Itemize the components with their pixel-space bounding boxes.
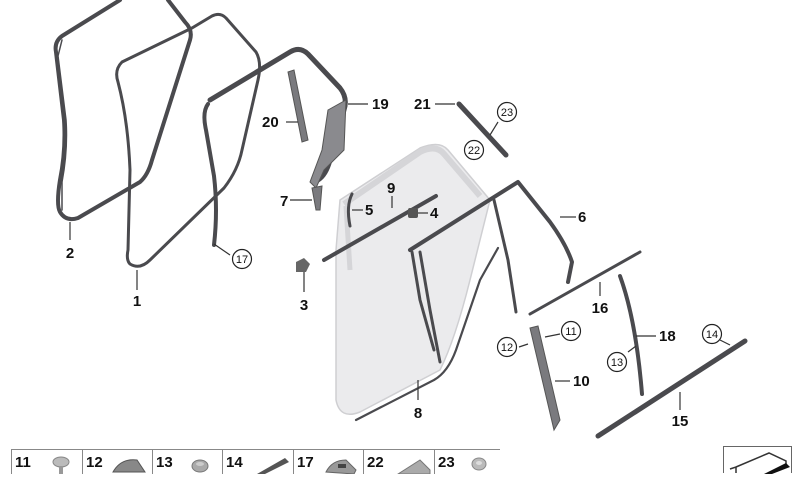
corner-badge bbox=[723, 446, 792, 474]
callout-13[interactable]: 13 bbox=[606, 351, 628, 373]
fastener-legend: 11 12 13 14 17 22 23 bbox=[11, 449, 500, 474]
callout-23[interactable]: 23 bbox=[496, 101, 518, 123]
legend-item-14[interactable]: 14 bbox=[222, 450, 293, 474]
callout-19[interactable]: 19 bbox=[372, 96, 389, 113]
svg-text:14: 14 bbox=[706, 329, 718, 341]
callout-4[interactable]: 4 bbox=[430, 205, 439, 222]
callout-8[interactable]: 8 bbox=[414, 405, 422, 422]
callout-3[interactable]: 3 bbox=[300, 297, 308, 314]
callout-21[interactable]: 21 bbox=[414, 96, 431, 113]
callout-14[interactable]: 14 bbox=[701, 323, 723, 345]
part-21-strip[interactable] bbox=[456, 101, 509, 158]
callout-7[interactable]: 7 bbox=[280, 193, 288, 210]
part-8-strip[interactable] bbox=[354, 246, 500, 422]
legend-item-13[interactable]: 13 bbox=[152, 450, 222, 474]
svg-text:17: 17 bbox=[236, 254, 248, 266]
legend-item-11[interactable]: 11 bbox=[11, 450, 82, 474]
callout-11[interactable]: 11 bbox=[560, 320, 582, 342]
grommet-icon bbox=[191, 459, 209, 473]
part-9-strip[interactable] bbox=[322, 194, 438, 262]
callout-6[interactable]: 6 bbox=[578, 209, 586, 226]
callout-18[interactable]: 18 bbox=[659, 328, 676, 345]
svg-text:23: 23 bbox=[501, 107, 513, 119]
legend-item-23[interactable]: 23 bbox=[434, 450, 500, 474]
end-cap-icon bbox=[257, 458, 289, 474]
svg-text:22: 22 bbox=[468, 145, 480, 157]
callout-17[interactable]: 17 bbox=[231, 248, 253, 270]
clip-icon bbox=[112, 459, 146, 473]
callout-22[interactable]: 22 bbox=[463, 139, 485, 161]
callout-15[interactable]: 15 bbox=[672, 413, 689, 430]
part-10-trim[interactable] bbox=[529, 325, 561, 432]
bracket-clip-icon bbox=[397, 459, 431, 474]
callout-20[interactable]: 20 bbox=[262, 114, 279, 131]
callout-10[interactable]: 10 bbox=[573, 373, 590, 390]
callout-labels: 2 1 17 19 20 7 5 9 4 3 6 21 23 22 16 12 … bbox=[66, 96, 723, 430]
isometric-part-icon bbox=[729, 452, 790, 474]
grommet-icon bbox=[471, 457, 487, 471]
legend-item-17[interactable]: 17 bbox=[293, 450, 363, 474]
clip-icon bbox=[325, 459, 357, 474]
screw-clip-icon bbox=[52, 456, 70, 474]
part-3-clip[interactable] bbox=[296, 258, 310, 272]
callout-1[interactable]: 1 bbox=[133, 293, 141, 310]
callout-12[interactable]: 12 bbox=[496, 336, 518, 358]
part-5-trim[interactable] bbox=[346, 192, 354, 228]
part-6-channel[interactable] bbox=[408, 180, 574, 364]
part-2-seal[interactable] bbox=[53, 0, 193, 222]
part-4-clip[interactable] bbox=[408, 208, 418, 218]
callout-5[interactable]: 5 bbox=[365, 202, 373, 219]
door-body[interactable] bbox=[335, 143, 491, 415]
part-1-seal[interactable] bbox=[115, 12, 262, 268]
part-20-trim[interactable] bbox=[287, 69, 309, 143]
callout-2[interactable]: 2 bbox=[66, 245, 74, 262]
legend-item-22[interactable]: 22 bbox=[363, 450, 434, 474]
part-16-strip[interactable] bbox=[528, 250, 642, 316]
part-18-trim[interactable] bbox=[618, 274, 644, 396]
part-19-frame[interactable] bbox=[202, 46, 348, 247]
svg-text:11: 11 bbox=[565, 326, 576, 338]
part-7-trim[interactable] bbox=[311, 185, 323, 211]
callout-16[interactable]: 16 bbox=[592, 300, 609, 317]
legend-item-12[interactable]: 12 bbox=[82, 450, 152, 474]
svg-text:13: 13 bbox=[611, 357, 623, 369]
svg-text:12: 12 bbox=[501, 342, 513, 354]
part-15-strip[interactable] bbox=[595, 338, 748, 439]
callout-9[interactable]: 9 bbox=[387, 180, 395, 197]
